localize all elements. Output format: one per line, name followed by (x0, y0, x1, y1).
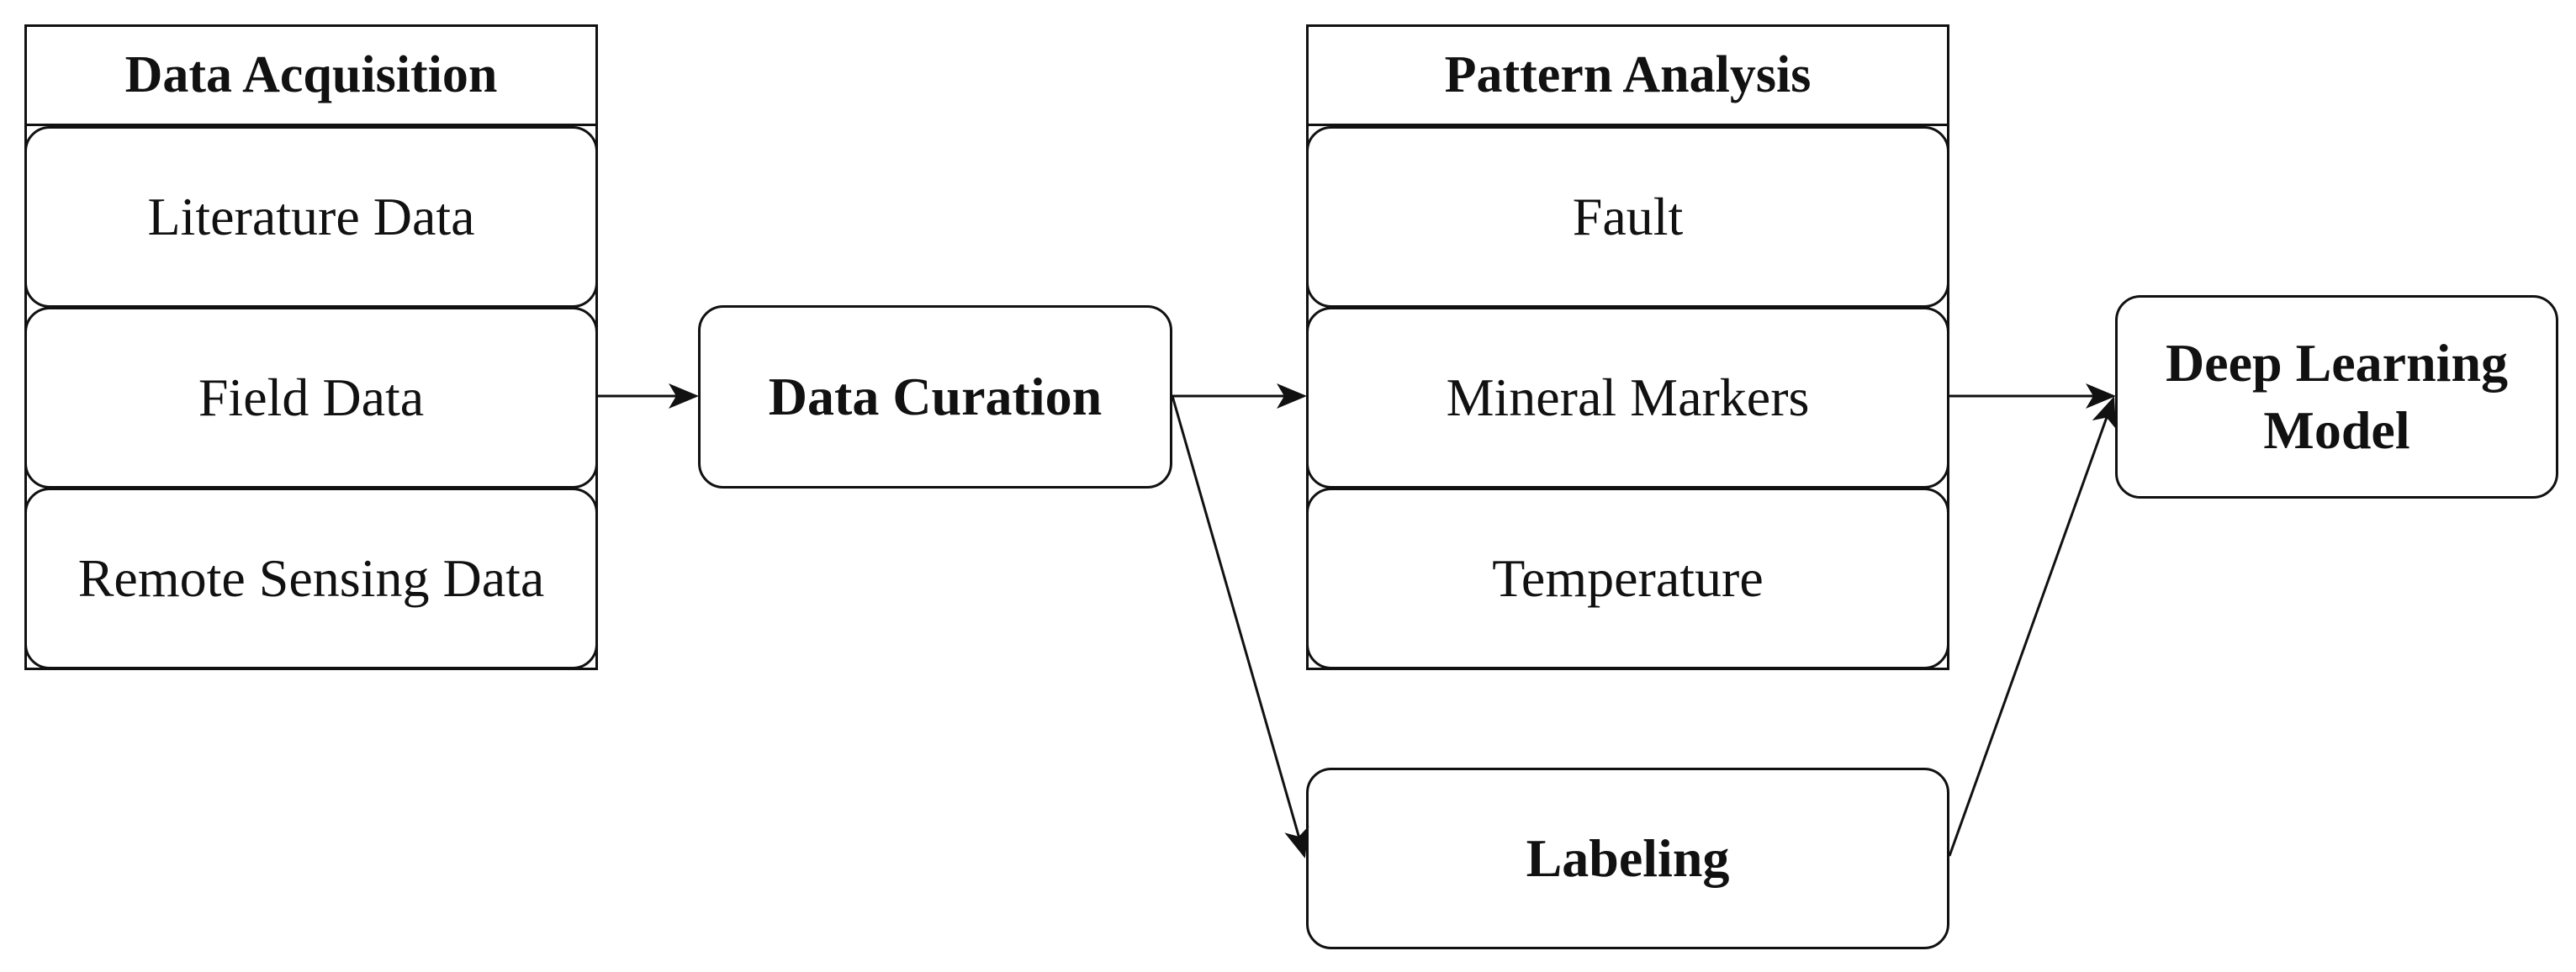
deep-learning-model-label-line1: Deep Learning (2165, 333, 2509, 393)
remote-sensing-data-box: Remote Sensing Data (24, 488, 598, 669)
data-acquisition-title: Data Acquisition (27, 27, 595, 126)
deep-learning-model-box: Deep Learning Model (2115, 295, 2558, 499)
arrow-labeling-to-model (1948, 396, 2116, 857)
data-curation-label: Data Curation (768, 367, 1103, 426)
literature-data-box: Literature Data (24, 126, 598, 308)
arrow-curation-to-labeling (1171, 395, 1309, 858)
labeling-box: Labeling (1306, 768, 1949, 949)
labeling-label: Labeling (1526, 828, 1730, 888)
field-data-box: Field Data (24, 307, 598, 489)
pattern-analysis-title: Pattern Analysis (1309, 27, 1947, 126)
data-acquisition-group: Data Acquisition Literature Data Field D… (24, 24, 598, 670)
pattern-analysis-group: Pattern Analysis Fault Mineral Markers T… (1306, 24, 1949, 670)
fault-box: Fault (1306, 126, 1949, 308)
mineral-markers-box: Mineral Markers (1306, 307, 1949, 489)
data-curation-box: Data Curation (698, 305, 1172, 489)
deep-learning-model-label-line2: Model (2263, 400, 2410, 460)
temperature-box: Temperature (1306, 488, 1949, 669)
